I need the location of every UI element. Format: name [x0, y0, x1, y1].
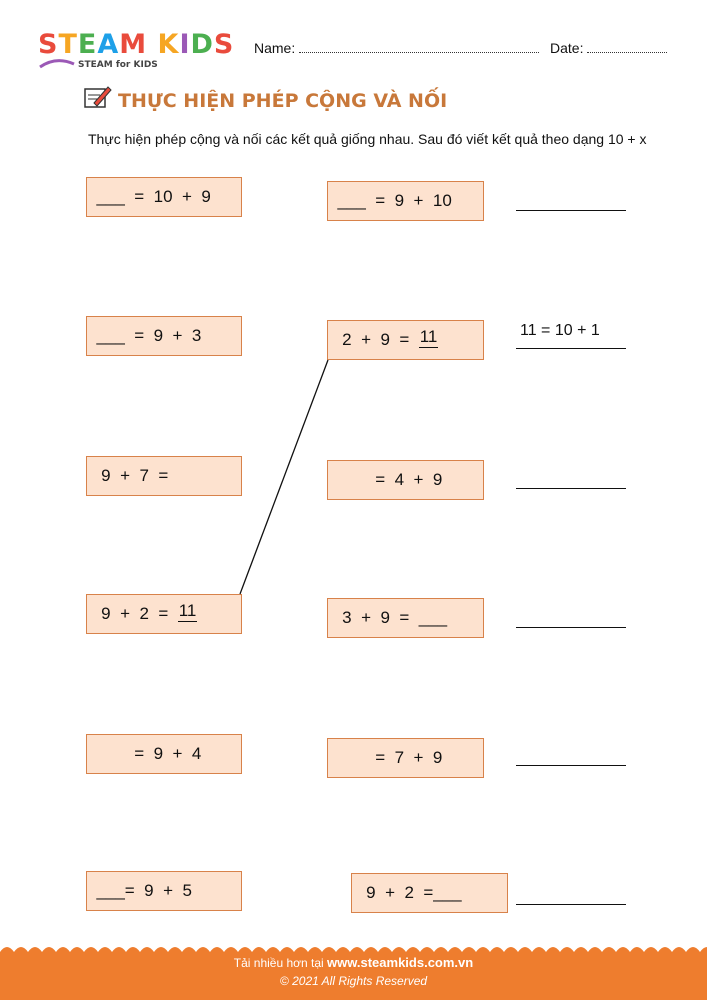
footer-line-1: Tải nhiều hơn tại www.steamkids.com.vn: [233, 955, 474, 970]
right-answer-2: 11: [418, 326, 439, 348]
left-equation-4-text: 9 + 2 =: [87, 604, 178, 623]
result-example: 11 = 10 + 1: [520, 322, 600, 339]
footer-copyright: © 2021 All Rights Reserved: [279, 974, 428, 988]
page-title: THỰC HIỆN PHÉP CỘNG VÀ NỐI: [118, 90, 448, 112]
name-field[interactable]: Name:: [254, 40, 540, 56]
answer-line-6[interactable]: [516, 904, 626, 905]
right-equation-2[interactable]: 2 + 9 = 11: [327, 320, 484, 360]
answer-line-1[interactable]: [516, 210, 626, 211]
left-equation-4[interactable]: 9 + 2 = 11: [86, 594, 242, 634]
left-equation-5[interactable]: = 9 + 4: [86, 734, 242, 774]
answer-line-2[interactable]: [516, 348, 626, 349]
right-equation-5[interactable]: = 7 + 9: [327, 738, 484, 778]
left-answer-4: 11: [177, 600, 198, 622]
name-label: Name:: [254, 40, 296, 56]
logo-subtitle: STEAM for KIDS: [78, 60, 158, 70]
left-equation-6[interactable]: ___= 9 + 5: [86, 871, 242, 911]
date-label: Date:: [550, 40, 584, 56]
right-equation-6[interactable]: 9 + 2 =___: [351, 873, 508, 913]
date-line[interactable]: [587, 40, 668, 53]
steam-kids-logo: STEAM KIDS STEAM for KIDS: [38, 29, 235, 71]
left-equation-2[interactable]: ___ = 9 + 3: [86, 316, 242, 356]
answer-line-4[interactable]: [516, 627, 626, 628]
left-equation-1[interactable]: ___ = 10 + 9: [86, 177, 242, 217]
match-connector-line: [239, 359, 329, 595]
right-equation-4[interactable]: 3 + 9 = ___: [327, 598, 484, 638]
right-equation-1[interactable]: ___ = 9 + 10: [327, 181, 484, 221]
swoosh-icon: [39, 59, 75, 69]
instruction-text: Thực hiện phép cộng và nối các kết quả g…: [88, 131, 647, 147]
footer-bar: [0, 952, 707, 1000]
pencil-paper-icon: [84, 86, 112, 108]
name-line[interactable]: [299, 40, 540, 53]
answer-line-5[interactable]: [516, 765, 626, 766]
left-equation-3[interactable]: 9 + 7 =: [86, 456, 242, 496]
footer-site-link[interactable]: www.steamkids.com.vn: [327, 955, 474, 970]
answer-line-3[interactable]: [516, 488, 626, 489]
date-field[interactable]: Date:: [550, 40, 668, 56]
right-equation-3[interactable]: = 4 + 9: [327, 460, 484, 500]
right-equation-2-text: 2 + 9 =: [328, 330, 419, 349]
